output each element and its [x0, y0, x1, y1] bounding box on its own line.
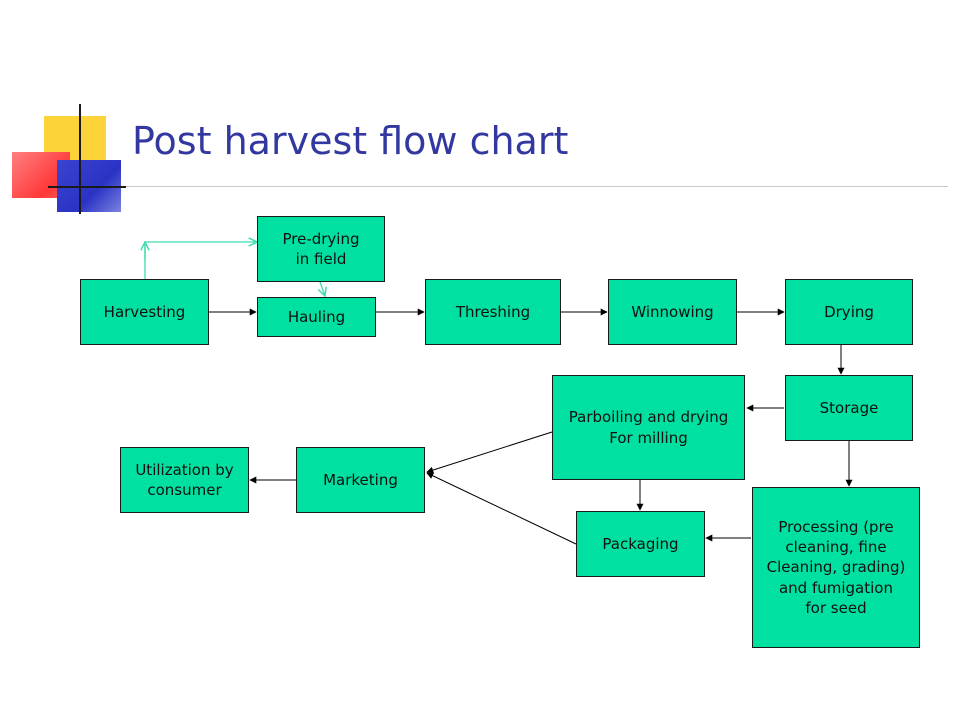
box-drying-label: Drying	[824, 302, 874, 321]
box-hauling-label: Hauling	[287, 307, 346, 326]
box-harvesting-label: Harvesting	[103, 302, 186, 321]
box-processing-label: Processing (pre cleaning, fine Cleaning,…	[766, 517, 906, 617]
edge-parboiling-marketing	[426, 431, 553, 474]
box-utilization-label: Utilization by consumer	[135, 460, 234, 499]
box-utilization: Utilization by consumer	[120, 447, 249, 513]
box-processing: Processing (pre cleaning, fine Cleaning,…	[752, 487, 920, 648]
box-hauling: Hauling	[257, 297, 376, 337]
box-harvesting: Harvesting	[80, 279, 209, 345]
title-underline	[48, 186, 948, 187]
box-threshing: Threshing	[425, 279, 561, 345]
box-parboiling-label: Parboiling and drying For milling	[568, 408, 729, 447]
edge-predrying-hauling	[320, 281, 325, 296]
decor-vertical-line	[79, 104, 81, 214]
box-parboiling: Parboiling and drying For milling	[552, 375, 745, 480]
box-pre-drying: Pre-drying in field	[257, 216, 385, 282]
box-packaging-label: Packaging	[602, 534, 679, 553]
box-winnowing-label: Winnowing	[631, 302, 714, 321]
box-storage-label: Storage	[819, 398, 879, 417]
box-storage: Storage	[785, 375, 913, 441]
box-marketing-label: Marketing	[323, 470, 398, 489]
box-drying: Drying	[785, 279, 913, 345]
box-winnowing: Winnowing	[608, 279, 737, 345]
edge-packaging-marketing	[426, 472, 577, 545]
page-title: Post harvest flow chart	[132, 119, 569, 163]
box-threshing-label: Threshing	[455, 302, 531, 321]
box-marketing: Marketing	[296, 447, 425, 513]
edge-harvesting-predrying	[144, 242, 257, 279]
box-packaging: Packaging	[576, 511, 705, 577]
box-pre-drying-label: Pre-drying in field	[282, 229, 360, 268]
decor-horizontal-line	[48, 186, 126, 188]
